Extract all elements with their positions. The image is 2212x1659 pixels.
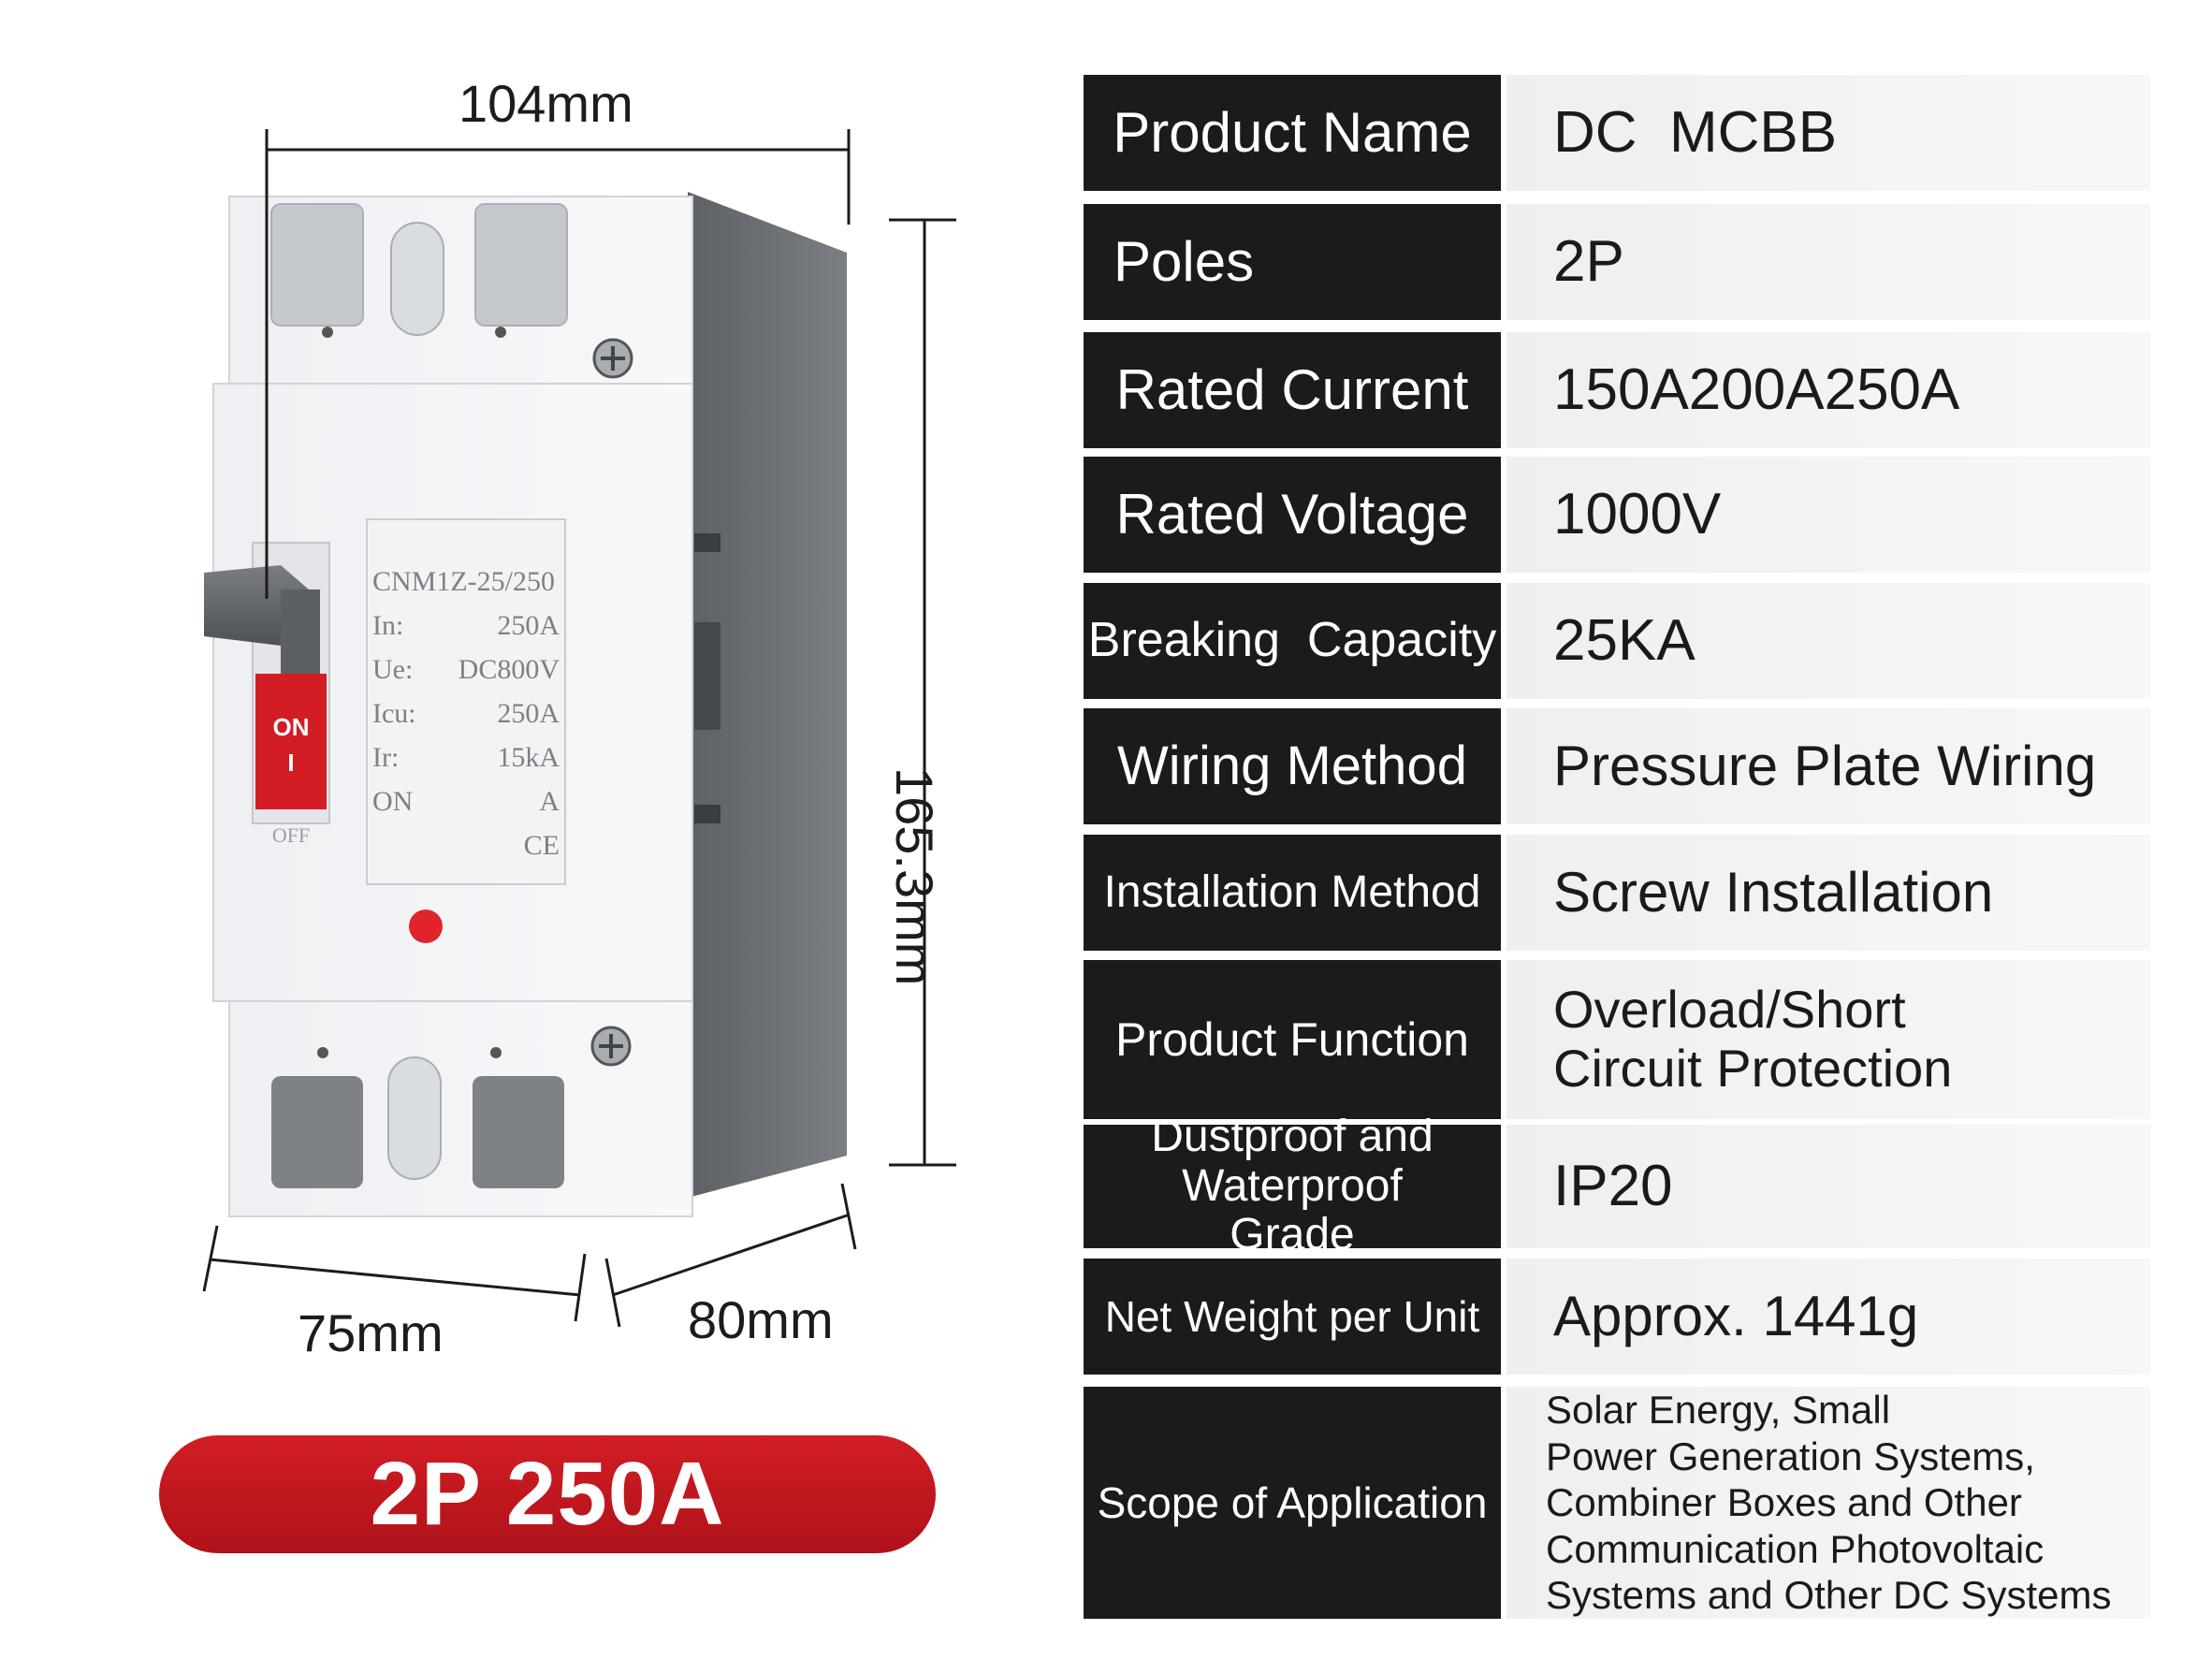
- screw-hole: [317, 1047, 328, 1058]
- side-slot: [694, 622, 720, 730]
- nameplate-value: 250A: [497, 610, 560, 641]
- nameplate-value: 15kA: [497, 742, 560, 773]
- nameplate-model: CNM1Z-25/250: [372, 566, 555, 597]
- spec-value: Solar Energy, Small Power Generation Sys…: [1506, 1387, 2150, 1619]
- spec-value: Overload/Short Circuit Protection: [1506, 960, 2150, 1119]
- spec-row-installation-method: Installation Method Screw Installation: [1084, 835, 2150, 951]
- spec-value-line: Solar Energy, Small: [1546, 1388, 1891, 1433]
- spec-row-net-weight: Net Weight per Unit Approx. 1441g: [1084, 1259, 2150, 1375]
- spec-label: Breaking Capacity: [1084, 583, 1501, 699]
- model-badge-text: 2P 250A: [370, 1444, 725, 1544]
- ce-mark-icon: CE: [523, 830, 560, 861]
- nameplate-value: A: [539, 786, 560, 817]
- spec-row-wiring-method: Wiring Method Pressure Plate Wiring: [1084, 708, 2150, 824]
- nameplate-value: 250A: [497, 698, 560, 729]
- screw-hole: [495, 327, 506, 338]
- spec-label: Rated Voltage: [1084, 457, 1501, 573]
- spec-row-rated-voltage: Rated Voltage 1000V: [1084, 457, 2150, 573]
- device-nameplate: [366, 518, 566, 885]
- model-badge: 2P 250A: [159, 1435, 936, 1553]
- on-indicator: [255, 674, 327, 809]
- spec-value-line: Overload/Short: [1553, 980, 1906, 1040]
- handle-i-label: I: [287, 749, 295, 777]
- bottom-terminal-slot: [473, 1076, 564, 1188]
- spec-value-line: Communication Photovoltaic: [1546, 1526, 2045, 1571]
- indicator-light: [409, 910, 443, 943]
- spec-value: Pressure Plate Wiring: [1506, 708, 2150, 824]
- breaker-illustration: [202, 129, 956, 1328]
- bottom-terminal-slot: [271, 1076, 363, 1188]
- spec-row-ip-grade: Dustproof and Waterproof Grade IP20: [1084, 1112, 2150, 1259]
- dimension-height-label: 165.3mm: [885, 767, 944, 986]
- spec-value-line: 25KA: [1553, 608, 1695, 674]
- spec-value-line: 150A200A250A: [1553, 357, 1960, 423]
- nameplate-key: Ue:: [372, 654, 414, 685]
- spec-value: 1000V: [1506, 457, 2150, 573]
- nameplate-text: CNM1Z-25/250 In: 250A Ue: DC800V Icu: 25…: [372, 560, 560, 867]
- breaker-side-panel: [688, 192, 847, 1198]
- spec-value: 150A200A250A: [1506, 332, 2150, 448]
- spec-row-breaking-capacity: Breaking Capacity 25KA: [1084, 583, 2150, 699]
- nameplate-key: In:: [372, 610, 404, 641]
- spec-label: Rated Current: [1084, 332, 1501, 448]
- side-slot: [694, 533, 720, 552]
- spec-value-line: Combiner Boxes and Other: [1546, 1480, 2022, 1525]
- bottom-center-slot: [387, 1056, 442, 1180]
- spec-value-line: Approx. 1441g: [1553, 1285, 1919, 1348]
- spec-row-poles: Poles 2P: [1084, 204, 2150, 320]
- spec-row-rated-current: Rated Current 150A200A250A: [1084, 332, 2150, 448]
- spec-label: Net Weight per Unit: [1084, 1259, 1501, 1375]
- spec-value: Screw Installation: [1506, 835, 2150, 951]
- spec-value-line: 1000V: [1553, 482, 1722, 547]
- top-center-slot: [390, 222, 444, 336]
- spec-value-line: Power Generation Systems,: [1546, 1433, 2035, 1478]
- handle-off-label: OFF: [271, 823, 311, 847]
- screw-hole: [490, 1047, 502, 1058]
- dimension-side-depth-label: 80mm: [688, 1290, 834, 1349]
- spec-value: 25KA: [1506, 583, 2150, 699]
- screw-hole: [322, 327, 333, 338]
- spec-value: Approx. 1441g: [1506, 1259, 2150, 1375]
- nameplate-key: Ir:: [372, 742, 400, 773]
- spec-row-scope-of-application: Scope of Application Solar Energy, Small…: [1084, 1387, 2150, 1619]
- nameplate-key: Icu:: [372, 698, 416, 729]
- nameplate-key: ON: [372, 786, 414, 817]
- spec-label: Product Function: [1084, 960, 1501, 1119]
- spec-label: Poles: [1084, 204, 1501, 320]
- spec-row-product-function: Product Function Overload/Short Circuit …: [1084, 960, 2150, 1119]
- spec-value: DC MCBB: [1506, 75, 2150, 191]
- dimension-front-depth-label: 75mm: [298, 1303, 444, 1362]
- spec-value-line: DC MCBB: [1553, 100, 1838, 166]
- spec-value: 2P: [1506, 204, 2150, 320]
- spec-value-line: Pressure Plate Wiring: [1553, 735, 2097, 798]
- dimension-width-label: 104mm: [458, 74, 633, 133]
- spec-value-line: 2P: [1553, 229, 1624, 295]
- spec-label: Product Name: [1084, 75, 1501, 191]
- spec-label: Scope of Application: [1084, 1387, 1501, 1619]
- top-terminal-slot: [474, 203, 568, 327]
- spec-value-line: Circuit Protection: [1553, 1039, 1953, 1098]
- nameplate-value: DC800V: [458, 654, 560, 685]
- spec-value-line: Screw Installation: [1553, 861, 1994, 924]
- dimension-lines: [202, 129, 956, 1328]
- handle-on-label: ON: [272, 713, 310, 741]
- product-illustration-area: CNM1Z-25/250 In: 250A Ue: DC800V Icu: 25…: [0, 0, 1057, 1659]
- spec-label: Wiring Method: [1084, 708, 1501, 824]
- spec-value: IP20: [1506, 1125, 2150, 1248]
- spec-value-line: Systems and Other DC Systems: [1546, 1573, 2112, 1618]
- spec-label: Installation Method: [1084, 835, 1501, 951]
- side-slot: [694, 805, 720, 823]
- spec-value-line: IP20: [1553, 1154, 1673, 1219]
- spec-label: Dustproof and Waterproof Grade: [1084, 1112, 1501, 1259]
- spec-row-product-name: Product Name DC MCBB: [1084, 75, 2150, 191]
- top-terminal-slot: [270, 203, 364, 327]
